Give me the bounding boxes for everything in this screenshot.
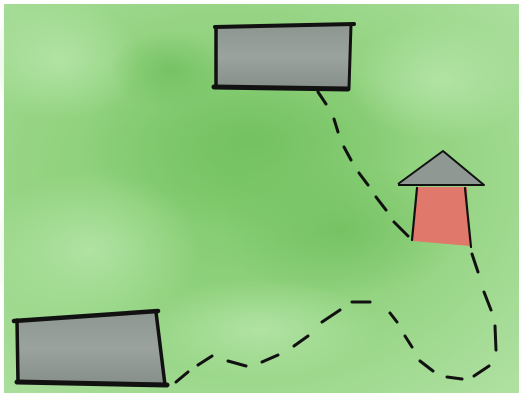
bottom-building bbox=[14, 311, 167, 385]
gray-rectangle-building-icon bbox=[216, 26, 352, 88]
top-building bbox=[214, 24, 354, 89]
gray-rectangle-building-icon bbox=[17, 312, 166, 384]
house-wall bbox=[413, 187, 470, 246]
